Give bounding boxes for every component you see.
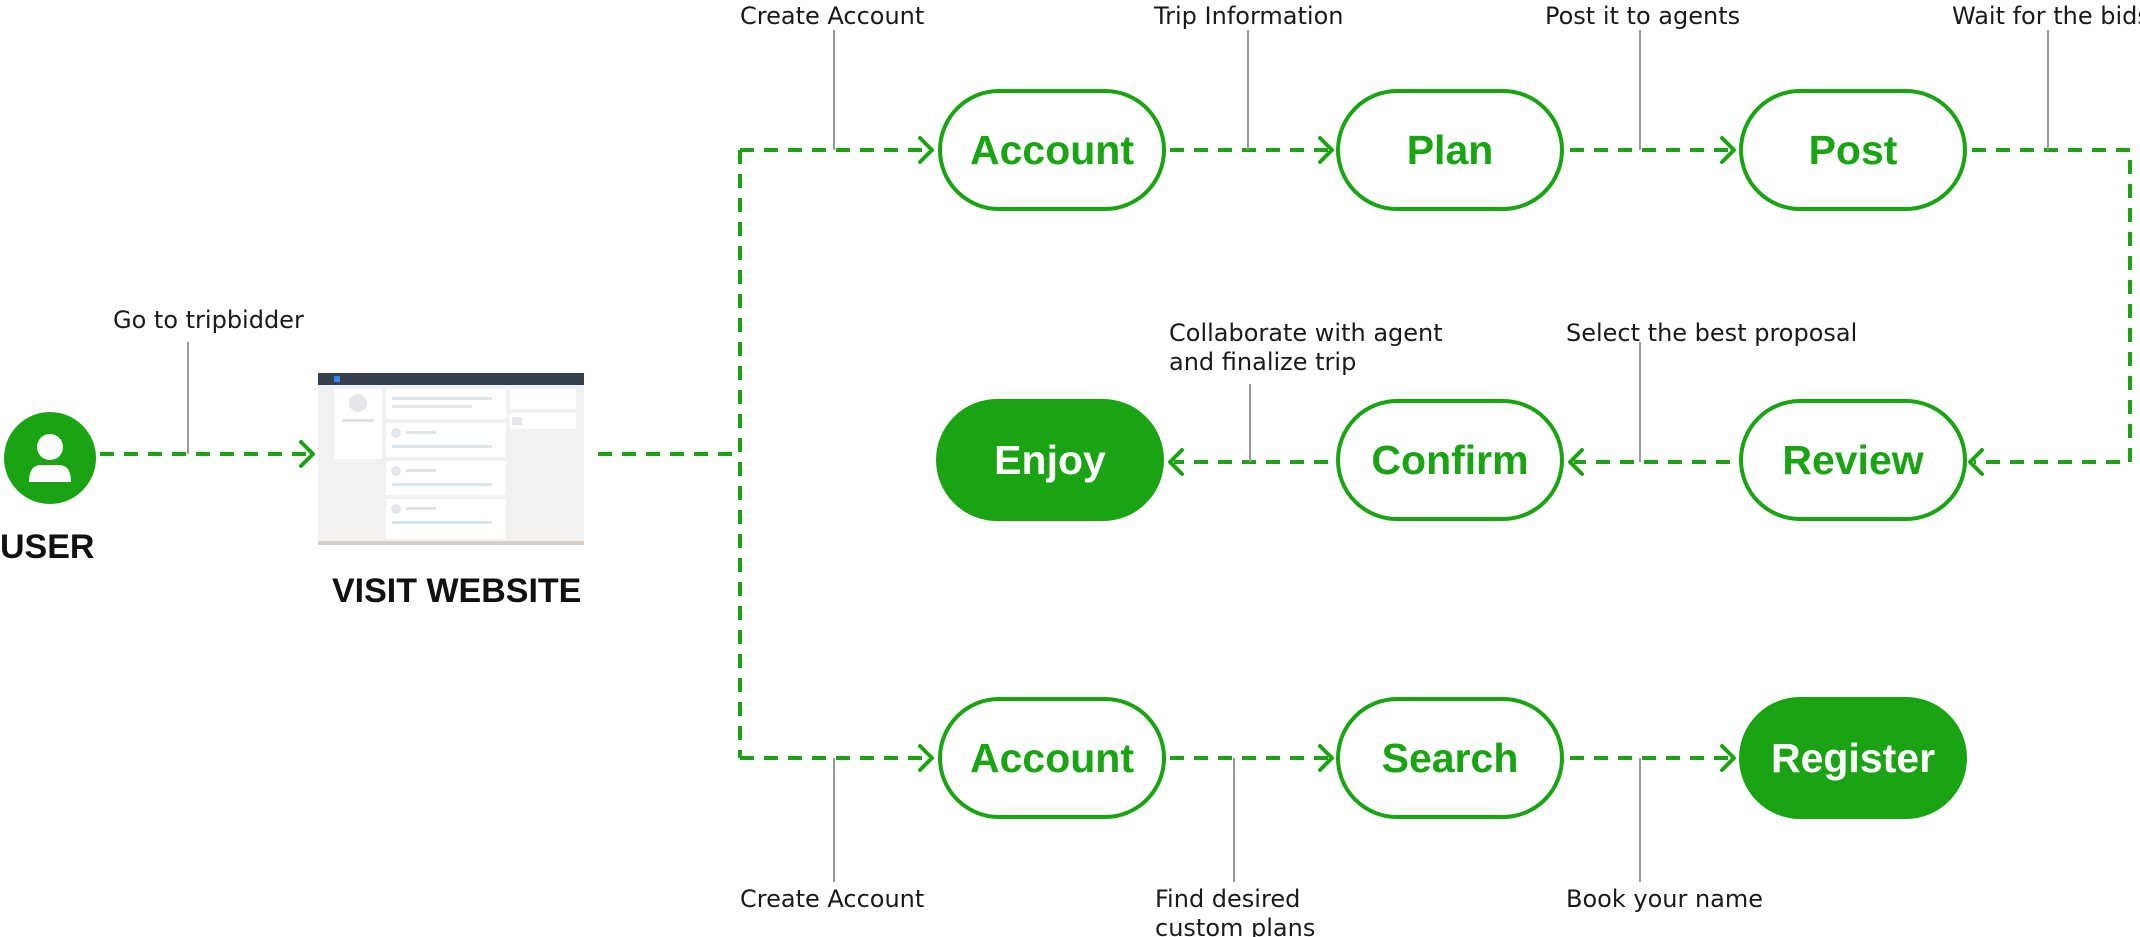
- annotation-find-plans-line1: Find desired: [1155, 885, 1301, 913]
- node-post: Post: [1739, 89, 1967, 211]
- node-register: Register: [1739, 697, 1967, 819]
- annotation-find-plans: Find desired custom plans: [1155, 885, 1315, 937]
- annotation-post-to-agents: Post it to agents: [1545, 2, 1741, 30]
- website-screenshot-thumbnail: [318, 373, 584, 545]
- annotation-book-name: Book your name: [1566, 885, 1764, 913]
- user-icon: [4, 412, 96, 504]
- annotation-select-best-proposal: Select the best proposal: [1566, 319, 1858, 347]
- user-label: USER: [0, 528, 95, 566]
- node-account-bottom: Account: [938, 697, 1166, 819]
- connector-post-to-review: [1972, 148, 2132, 464]
- arrowhead-enjoy: [1168, 448, 1184, 476]
- arrowhead-register: [1720, 744, 1736, 772]
- arrowhead-review: [1968, 448, 1984, 476]
- arrowhead-confirm: [1568, 448, 1584, 476]
- arrowhead-post: [1720, 136, 1736, 164]
- node-enjoy: Enjoy: [936, 399, 1164, 521]
- annotation-create-account-bottom: Create Account: [740, 885, 925, 913]
- node-account-top: Account: [938, 89, 1166, 211]
- annotation-collaborate-line1: Collaborate with agent: [1169, 319, 1443, 347]
- arrowhead-website: [299, 440, 315, 468]
- arrowhead-account-top: [918, 136, 934, 164]
- arrowhead-plan: [1318, 136, 1334, 164]
- annotation-collaborate-line2: and finalize trip: [1169, 348, 1357, 376]
- annotation-go-to-tripbidder: Go to tripbidder: [113, 306, 304, 334]
- node-search: Search: [1336, 697, 1564, 819]
- annotation-create-account-top: Create Account: [740, 2, 925, 30]
- arrowhead-account-bottom: [918, 744, 934, 772]
- annotation-collaborate: Collaborate with agent and finalize trip: [1169, 319, 1443, 377]
- annotation-trip-information: Trip Information: [1154, 2, 1344, 30]
- annotation-find-plans-line2: custom plans: [1155, 914, 1316, 937]
- arrowhead-search: [1318, 744, 1334, 772]
- node-review: Review: [1739, 399, 1967, 521]
- node-confirm: Confirm: [1336, 399, 1564, 521]
- node-plan: Plan: [1336, 89, 1564, 211]
- annotation-wait-for-bids: Wait for the bids: [1952, 2, 2140, 30]
- website-label: VISIT WEBSITE: [332, 572, 582, 610]
